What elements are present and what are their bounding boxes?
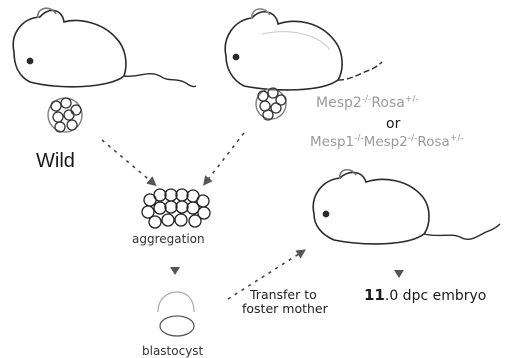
transfer-label: Transfer to foster mother: [242, 288, 328, 317]
foster-to-embryo-arrow: [394, 270, 404, 278]
mutant-to-aggregation-arrow: [206, 133, 244, 182]
aggregation-to-blastocyst-arrow: [170, 267, 180, 275]
embryo-label: 11.0 dpc embryo: [364, 288, 486, 303]
embryo-label-rest: .0 dpc embryo: [385, 288, 486, 304]
foster-mouse-icon: [313, 170, 500, 244]
mutant-line1-label: Mesp2-/-Rosa+/-: [316, 96, 419, 110]
transfer-label-line2: foster mother: [242, 302, 328, 316]
aggregation-label: aggregation: [132, 233, 205, 245]
blastocyst-icon: [158, 292, 194, 336]
aggregate-cells-icon: [142, 189, 210, 228]
or-label: or: [386, 117, 400, 131]
mutant-line2-label: Mesp1-/-Mesp2-/-Rosa+/-: [310, 136, 464, 150]
mutant-morula-icon: [256, 88, 286, 120]
wild-to-aggregation-arrow: [102, 140, 153, 183]
embryo-label-day: 11: [364, 286, 385, 304]
mutant-mouse-icon: [225, 9, 382, 90]
wild-mouse-icon: [13, 8, 196, 87]
transfer-label-line1: Transfer to: [242, 288, 328, 302]
wild-label: Wild: [36, 151, 75, 171]
blastocyst-label: blastocyst: [142, 345, 203, 357]
wild-morula-icon: [48, 98, 82, 132]
